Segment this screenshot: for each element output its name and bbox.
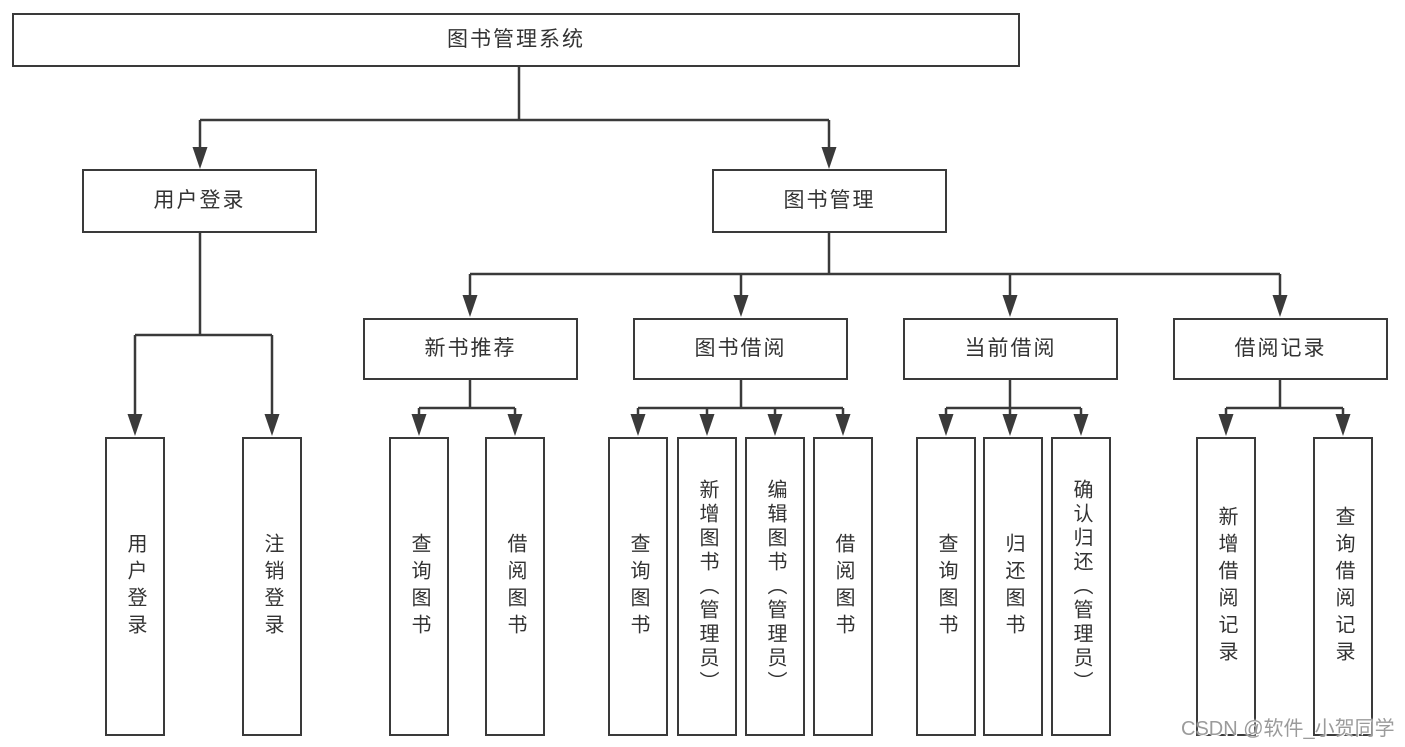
arrowhead [1073, 414, 1089, 436]
arrowhead [821, 147, 837, 169]
arrowhead [411, 414, 427, 436]
arrowhead [1218, 414, 1234, 436]
csdn-watermark: CSDN @软件_小贺同学 [1181, 718, 1395, 740]
connector-borrow-records-to-leaves [1218, 380, 1351, 436]
leaf-query-books-recommend: 查询图书 [389, 437, 449, 736]
leaf-user-login: 用户登录 [105, 437, 165, 736]
connector-book-management-to-level2 [462, 233, 1288, 317]
arrowhead [1272, 295, 1288, 317]
arrowhead [1335, 414, 1351, 436]
arrowhead [127, 414, 143, 436]
leaf-return-books: 归还图书 [983, 437, 1043, 736]
leaf-edit-books-admin: 编辑图书（管理员） [745, 437, 805, 736]
connector-root-to-level1 [192, 67, 837, 169]
arrowhead [938, 414, 954, 436]
arrowhead [630, 414, 646, 436]
node-user-login: 用户登录 [82, 169, 317, 233]
node-borrow-records: 借阅记录 [1173, 318, 1388, 380]
arrowhead [1002, 295, 1018, 317]
leaf-query-books-borrowing: 查询图书 [608, 437, 668, 736]
leaf-borrow-books-recommend: 借阅图书 [485, 437, 545, 736]
node-root-library-management-system: 图书管理系统 [12, 13, 1020, 67]
leaf-query-borrow-record: 查询借阅记录 [1313, 437, 1373, 736]
node-book-management: 图书管理 [712, 169, 947, 233]
leaf-borrow-books: 借阅图书 [813, 437, 873, 736]
node-new-book-recommend: 新书推荐 [363, 318, 578, 380]
leaf-add-books-admin: 新增图书（管理员） [677, 437, 737, 736]
leaf-logout: 注销登录 [242, 437, 302, 736]
leaf-add-borrow-record: 新增借阅记录 [1196, 437, 1256, 736]
arrowhead [733, 295, 749, 317]
connector-user-login-to-leaves [127, 233, 280, 436]
arrowhead [1002, 414, 1018, 436]
node-book-borrowing: 图书借阅 [633, 318, 848, 380]
arrowhead [835, 414, 851, 436]
arrowhead [192, 147, 208, 169]
connector-new-book-recommend-to-leaves [411, 380, 523, 436]
leaf-query-books-current: 查询图书 [916, 437, 976, 736]
connector-current-borrowing-to-leaves [938, 380, 1089, 436]
node-current-borrowing: 当前借阅 [903, 318, 1118, 380]
arrowhead [264, 414, 280, 436]
connector-book-borrowing-to-leaves [630, 380, 851, 436]
arrowhead [767, 414, 783, 436]
leaf-confirm-return-admin: 确认归还（管理员） [1051, 437, 1111, 736]
arrowhead [507, 414, 523, 436]
arrowhead [462, 295, 478, 317]
arrowhead [699, 414, 715, 436]
